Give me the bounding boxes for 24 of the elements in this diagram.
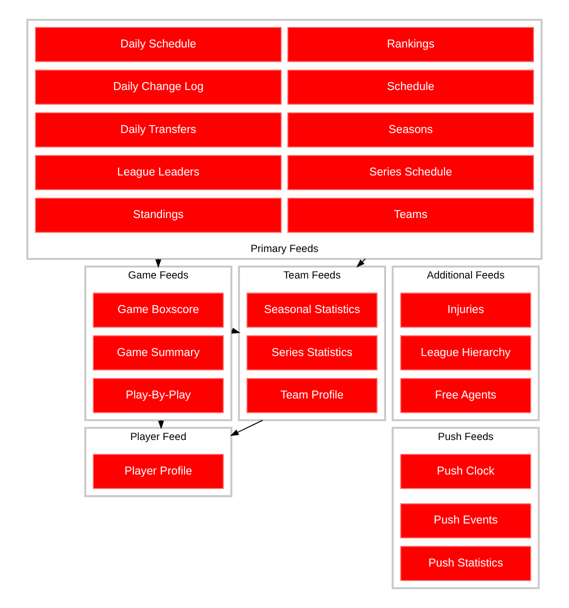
node-box: Team Profile bbox=[246, 378, 378, 414]
arrow bbox=[230, 420, 264, 436]
node-box: Series Statistics bbox=[246, 335, 378, 370]
node-box: Player Profile bbox=[92, 454, 224, 490]
node-box: Injuries bbox=[400, 292, 532, 328]
node-box: Push Events bbox=[400, 503, 532, 538]
node-box: Game Boxscore bbox=[92, 292, 224, 328]
node-box: Play-By-Play bbox=[92, 378, 224, 414]
node-box: Push Clock bbox=[400, 454, 532, 490]
node-box: Game Summary bbox=[92, 335, 224, 370]
node-box: Teams bbox=[287, 198, 534, 233]
node-box: Seasons bbox=[287, 112, 534, 148]
node-box: Push Statistics bbox=[400, 546, 532, 582]
node-box: Schedule bbox=[287, 70, 534, 105]
node-box: Series Schedule bbox=[287, 155, 534, 190]
node-box: Free Agents bbox=[400, 378, 532, 414]
node-box: Rankings bbox=[287, 26, 534, 62]
node-box: Daily Transfers bbox=[34, 112, 282, 148]
node-box: Seasonal Statistics bbox=[246, 292, 378, 328]
node-box: Daily Change Log bbox=[34, 70, 282, 105]
node-box: Daily Schedule bbox=[34, 26, 282, 62]
node-box: League Leaders bbox=[34, 155, 282, 190]
node-box: League Hierarchy bbox=[400, 335, 532, 370]
node-box: Standings bbox=[34, 198, 282, 233]
